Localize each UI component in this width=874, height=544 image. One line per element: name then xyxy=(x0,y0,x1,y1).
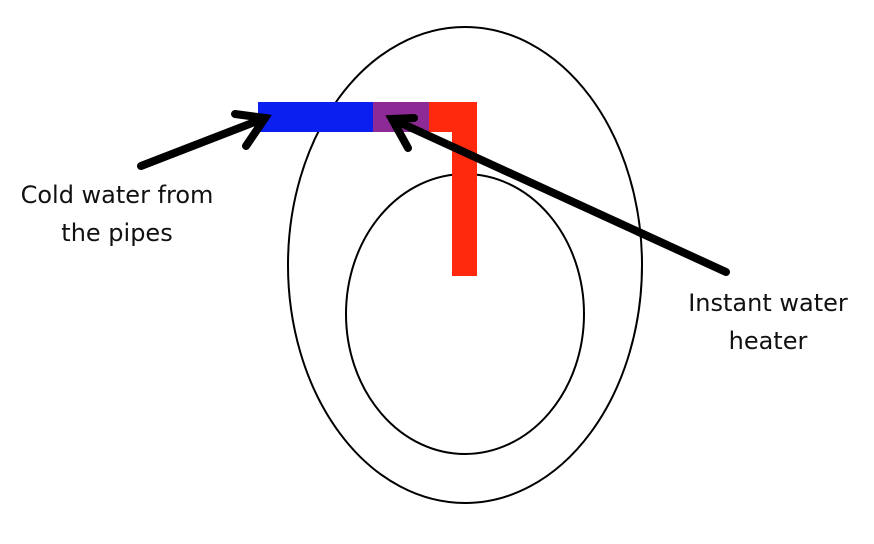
instant-heater-label-line2: heater xyxy=(728,327,808,355)
instant-heater-label-line1: Instant water xyxy=(688,289,848,317)
instant-heater-label: Instant water heater xyxy=(668,284,868,360)
cold-water-label: Cold water from the pipes xyxy=(0,176,234,252)
outer-ring xyxy=(287,26,643,504)
cold-water-label-line1: Cold water from xyxy=(20,181,214,209)
hot-pipe-horizontal xyxy=(428,102,477,132)
heater-arrow xyxy=(385,114,730,276)
cold-water-label-line2: the pipes xyxy=(61,219,173,247)
cold-pipe xyxy=(258,102,373,132)
cold-water-arrow xyxy=(137,110,272,170)
